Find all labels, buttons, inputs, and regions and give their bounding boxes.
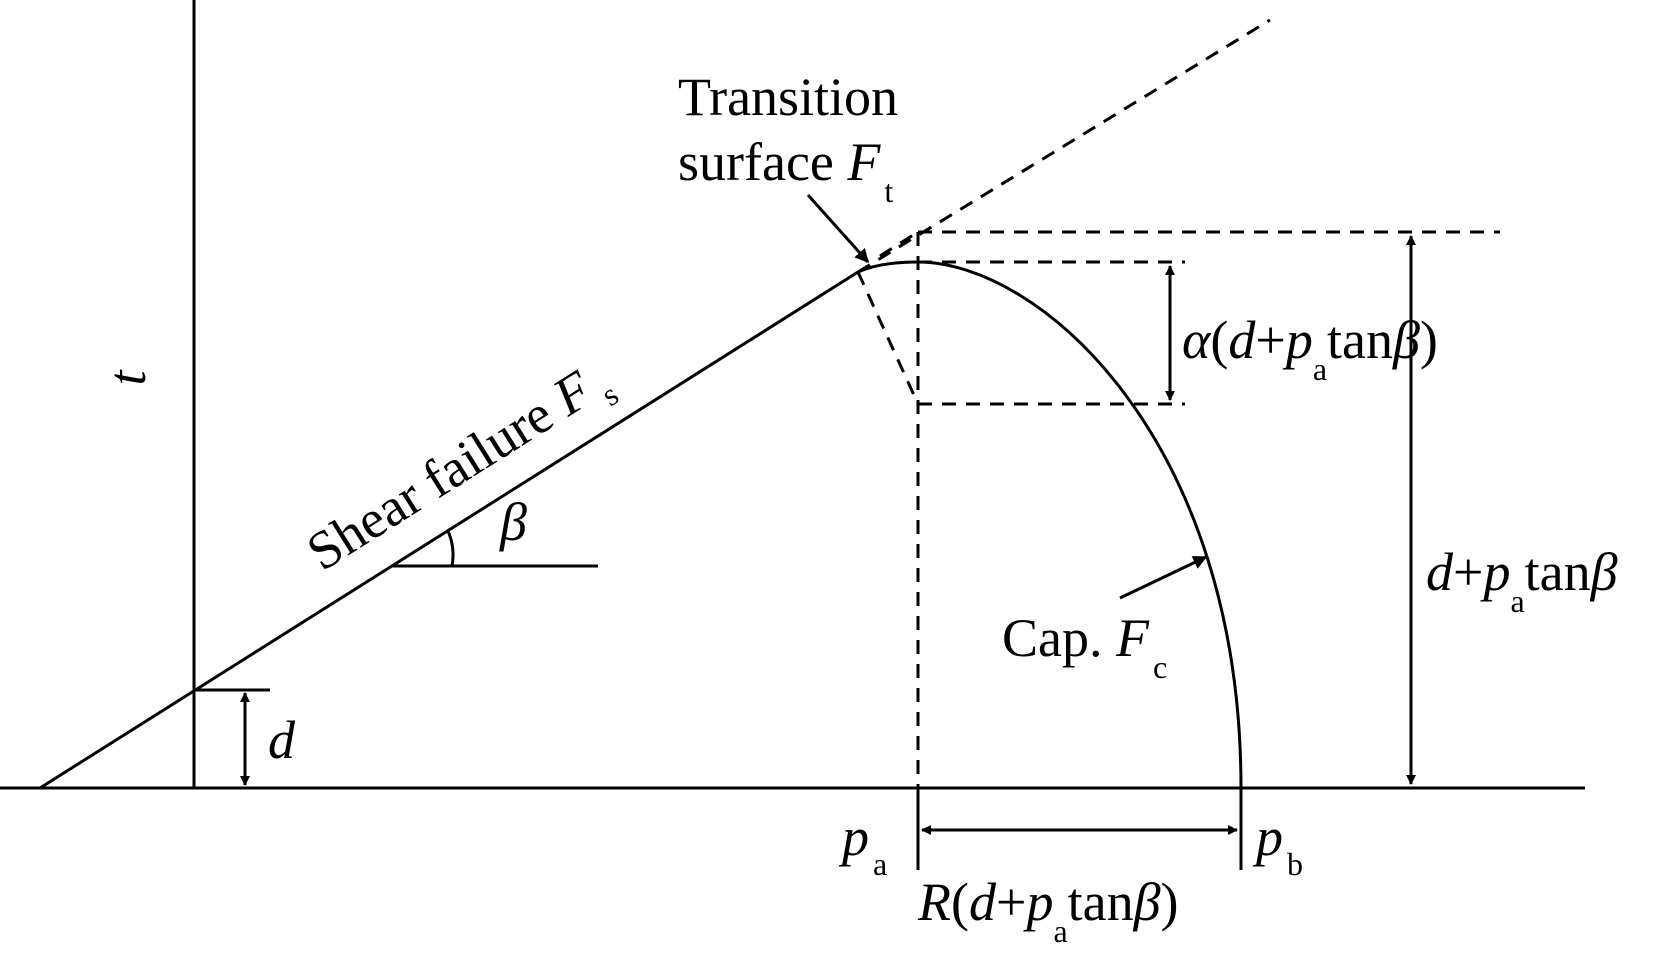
beta-label: β bbox=[499, 492, 527, 552]
transition-radius-dashed-line bbox=[856, 271, 920, 405]
shear-failure-label: Shear failure Fs bbox=[296, 348, 624, 590]
cap-surface-curve bbox=[917, 260, 1243, 789]
transition-leader-arrow bbox=[806, 193, 870, 264]
shear-failure-line bbox=[39, 270, 859, 790]
shear-line-extension bbox=[857, 18, 1271, 274]
beta-angle-arc bbox=[446, 530, 455, 567]
d-label: d bbox=[268, 710, 296, 770]
r-dimension-label: R(d+patanβ) bbox=[917, 872, 1179, 949]
height-dimension-label: d+patanβ bbox=[1426, 542, 1618, 619]
transition-dashed-link bbox=[879, 230, 919, 258]
transition-label-line1: Transition bbox=[678, 67, 898, 127]
t-axis-label: t bbox=[97, 369, 157, 386]
transition-surface-curve bbox=[857, 260, 919, 274]
alpha-dimension-label: α(d+patanβ) bbox=[1182, 310, 1438, 387]
cap-leader-arrow bbox=[1119, 555, 1208, 600]
